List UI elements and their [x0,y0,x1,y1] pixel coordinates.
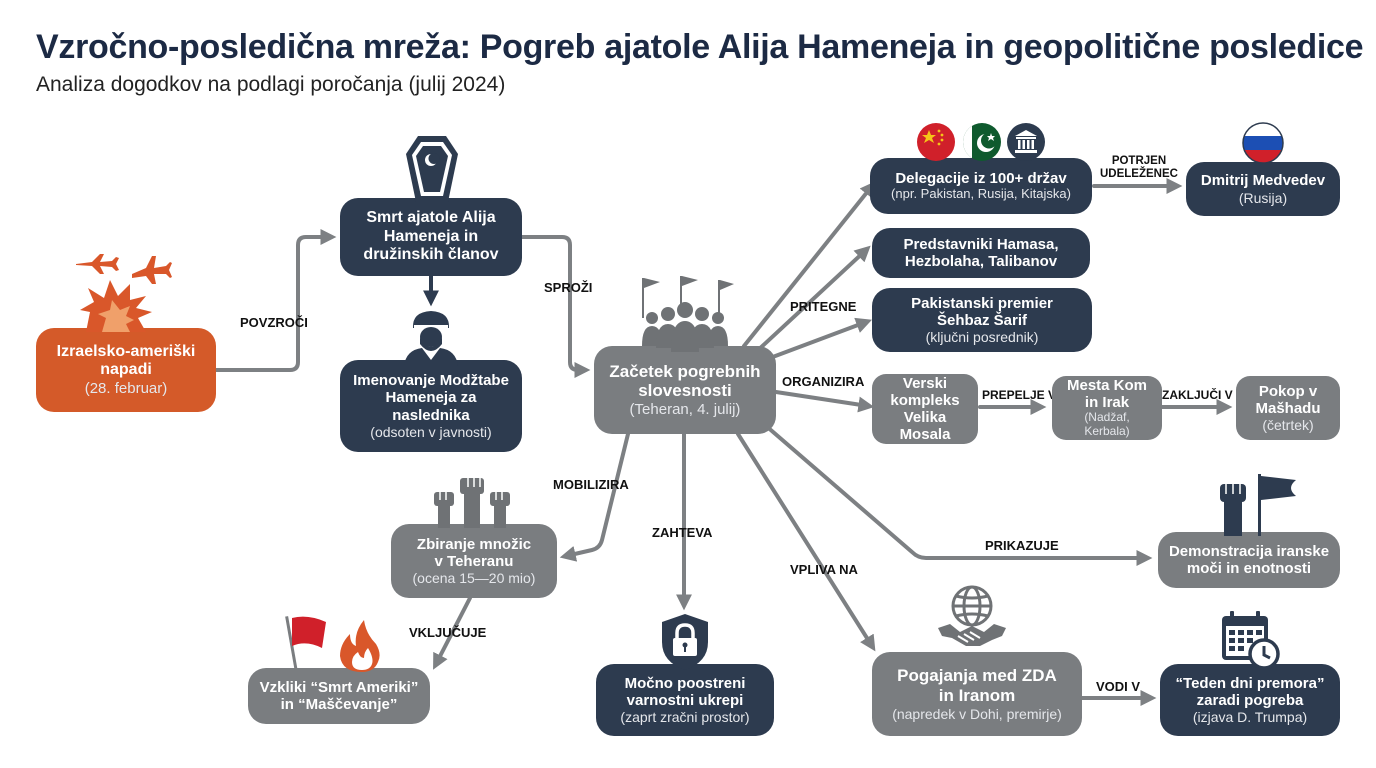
edge-funeral-mosala [774,390,875,413]
edge-funeral-hamas [754,245,871,354]
node-crowds: Zbiranje množic v Teheranu (ocena 15—20 … [391,524,557,598]
node-attacks-title: Izraelsko-ameriški napadi [56,342,196,379]
node-hamas: Predstavniki Hamasa, Hezbolaha, Talibano… [872,228,1090,278]
edge-label-sprozi: SPROŽI [544,280,593,295]
node-pause: “Teden dni premora” zaradi pogreba (izja… [1160,664,1340,736]
calendar-clock-icon [1222,611,1280,670]
node-negotiations: Pogajanja med ZDA in Iranom (napredek v … [872,652,1082,736]
edge-label-organizira: ORGANIZIRA [782,374,865,389]
node-negotiations-sub: (napredek v Dohi, premirje) [892,705,1062,722]
security-shield-icon [662,614,708,670]
edge-label-mobilizira: MOBILIZIRA [553,477,629,492]
node-demonstration: Demonstracija iranske moči in enotnosti [1158,532,1340,588]
node-negotiations-title: Pogajanja med ZDA in Iranom [897,666,1057,705]
edge-funeral-delegations [742,181,876,348]
node-hamas-title: Predstavniki Hamasa, Hezbolaha, Talibano… [903,235,1059,270]
page-title: Vzročno-posledična mreža: Pogreb ajatole… [36,28,1364,66]
node-pause-sub: (izjava D. Trumpa) [1192,709,1308,726]
node-attacks: Izraelsko-ameriški napadi (28. februar) [36,328,216,412]
node-burial: Pokop v Mašhadu (četrtek) [1236,376,1340,440]
edge-label-vkljucuje: VKLJUČUJE [409,625,487,640]
node-burial-sub: (četrtek) [1262,417,1314,434]
edge-label-prepelje-v: PREPELJE V [982,388,1057,402]
edge-label-povzroci: POVZROČI [240,315,308,330]
pakistan-flag-icon [963,123,1001,161]
raised-fists-icon [434,478,510,528]
node-crowds-sub: (ocena 15—20 mio) [412,570,536,587]
china-flag-icon [917,123,955,161]
page-subtitle: Analiza dogodkov na podlagi poročanja (j… [36,73,506,96]
node-funeral-sub: (Teheran, 4. julij) [629,400,741,418]
fist-flag-icon [1220,474,1296,536]
node-funeral: Začetek pogrebnih slovesnosti (Teheran, … [594,346,776,434]
node-chants-title: Vzkliki “Smrt Ameriki” in “Maščevanje” [259,678,419,713]
node-security: Močno poostreni varnostni ukrepi (zaprt … [596,664,774,736]
node-attacks-sub: (28. februar) [84,379,168,397]
node-security-title: Močno poostreni varnostni ukrepi [624,674,746,709]
node-pause-title: “Teden dni premora” zaradi pogreba [1175,674,1325,709]
russia-flag-icon [1242,122,1284,164]
node-security-sub: (zaprt zračni prostor) [620,709,750,726]
edge-label-vpliva-na: VPLIVA NA [790,562,858,577]
coffin-icon [406,136,458,202]
edge-label-zahteva: ZAHTEVA [652,525,713,540]
node-successor: Imenovanje Modžtabe Hameneja za nasledni… [340,360,522,452]
node-crowds-title: Zbiranje množic v Teheranu [416,535,532,570]
crowd-flags-icon [642,276,734,352]
handshake-globe-icon [938,585,1006,646]
fighter-jets-explosion-icon [76,254,172,332]
edge-label-prikazuje: PRIKAZUJE [985,538,1059,553]
edge-death-funeral [520,235,591,378]
node-delegations: Delegacije iz 100+ držav (npr. Pakistan,… [870,158,1092,214]
node-sharif-title: Pakistanski premier Šehbaz Šarif [911,294,1053,329]
institution-icon [1007,123,1045,161]
edge-crowds-chants [433,596,472,670]
edge-label-zakljuci-v: ZAKLJUČI V [1162,388,1233,402]
node-mosala-title: Verski kompleks Velika Mosala [890,374,960,444]
node-demonstration-title: Demonstracija iranske moči in enotnosti [1168,542,1330,577]
node-qom: Mesta Kom in Irak (Nadžaf, Kerbala) [1052,376,1162,440]
node-funeral-title: Začetek pogrebnih slovesnosti [609,361,761,401]
node-sharif: Pakistanski premier Šehbaz Šarif (ključn… [872,288,1092,352]
node-death-title: Smrt ajatole Alija Hameneja in družinski… [363,209,499,264]
node-mosala: Verski kompleks Velika Mosala [872,374,978,444]
edge-funeral-sharif [768,317,872,360]
edge-funeral-crowds [559,432,630,562]
node-chants: Vzkliki “Smrt Ameriki” in “Maščevanje” [248,668,430,724]
node-successor-sub: (odsoten v javnosti) [370,423,492,440]
node-delegations-title: Delegacije iz 100+ držav [895,169,1067,187]
node-burial-title: Pokop v Mašhadu [1255,382,1321,417]
cleric-icon [404,311,458,366]
node-qom-title: Mesta Kom in Irak [1066,376,1148,412]
node-medvedev-sub: (Rusija) [1238,189,1288,206]
node-medvedev: Dmitrij Medvedev (Rusija) [1186,162,1340,216]
edge-label-pritegne: PRITEGNE [790,299,857,314]
node-medvedev-title: Dmitrij Medvedev [1200,172,1326,190]
edge-label-vodi-v: VODI V [1096,679,1141,694]
edge-attacks-death [214,229,337,372]
edge-funeral-negotiations [736,432,876,652]
flag-fire-icon [285,616,380,672]
node-death: Smrt ajatole Alija Hameneja in družinski… [340,198,522,276]
node-sharif-sub: (ključni posrednik) [925,329,1039,346]
edge-funeral-demonstration [763,423,1153,566]
edge-label-potrjen-udelezenec: POTRJEN UDELEŽENEC [1100,155,1178,180]
node-delegations-sub: (npr. Pakistan, Rusija, Kitajska) [891,186,1071,202]
node-successor-title: Imenovanje Modžtabe Hameneja za nasledni… [353,372,509,424]
node-qom-sub: (Nadžaf, Kerbala) [1084,410,1130,439]
